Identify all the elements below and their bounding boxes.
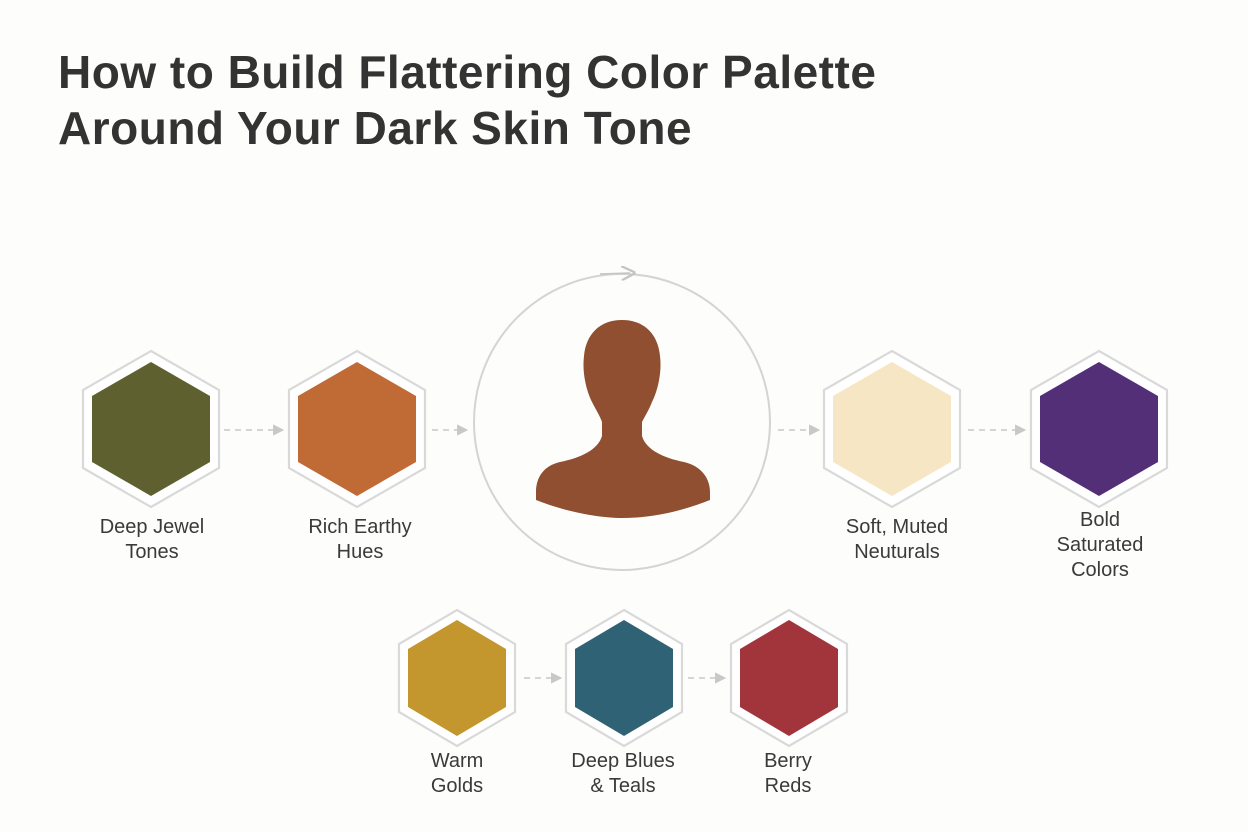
label-berry-reds: Berry Reds [703,749,873,799]
page-title-line-2: Around Your Dark Skin Tone [58,102,693,154]
hexagon-fill [92,362,210,496]
hexagon-deep-jewel-tones [81,349,221,509]
label-line: Warm [430,750,484,772]
page-title: How to Build Flattering Color Palette Ar… [58,44,876,156]
label-deep-jewel-tones: Deep Jewel Tones [67,515,237,565]
label-line: Neuturals [854,541,940,563]
label-line: Hues [336,541,384,563]
hexagon-soft-muted-neutrals [822,349,962,509]
label-line: Deep Blues [571,750,675,772]
label-line: Bold [1079,509,1121,531]
hexagon-deep-blues-teals [564,608,684,748]
hexagon-fill [408,620,506,736]
label-line: & Teals [590,775,656,797]
label-line: Colors [1071,559,1129,581]
hexagon-berry-reds [729,608,849,748]
label-line: Soft, Muted [845,516,949,538]
hexagon-bold-saturated-colors [1029,349,1169,509]
circle-arrow-icon [599,273,630,274]
label-soft-muted-neutrals: Soft, Muted Neuturals [812,515,982,565]
hexagon-warm-golds [397,608,517,748]
label-bold-saturated-colors: Bold Saturated Colors [1015,508,1185,583]
label-line: Reds [764,775,812,797]
hexagon-fill [1040,362,1158,496]
hexagon-fill [740,620,838,736]
label-rich-earthy-hues: Rich Earthy Hues [275,515,445,565]
label-line: Berry [764,750,812,772]
person-silhouette-icon [536,320,710,518]
label-deep-blues-teals: Deep Blues & Teals [538,749,708,799]
label-line: Deep Jewel [99,516,205,538]
hexagon-fill [298,362,416,496]
label-line: Rich Earthy [308,516,412,538]
label-line: Saturated [1056,534,1144,556]
label-line: Tones [125,541,179,563]
hexagon-rich-earthy-hues [287,349,427,509]
page-title-line-1: How to Build Flattering Color Palette [58,46,877,98]
hexagon-fill [575,620,673,736]
hexagon-fill [833,362,951,496]
label-warm-golds: Warm Golds [372,749,542,799]
label-line: Golds [430,775,484,797]
